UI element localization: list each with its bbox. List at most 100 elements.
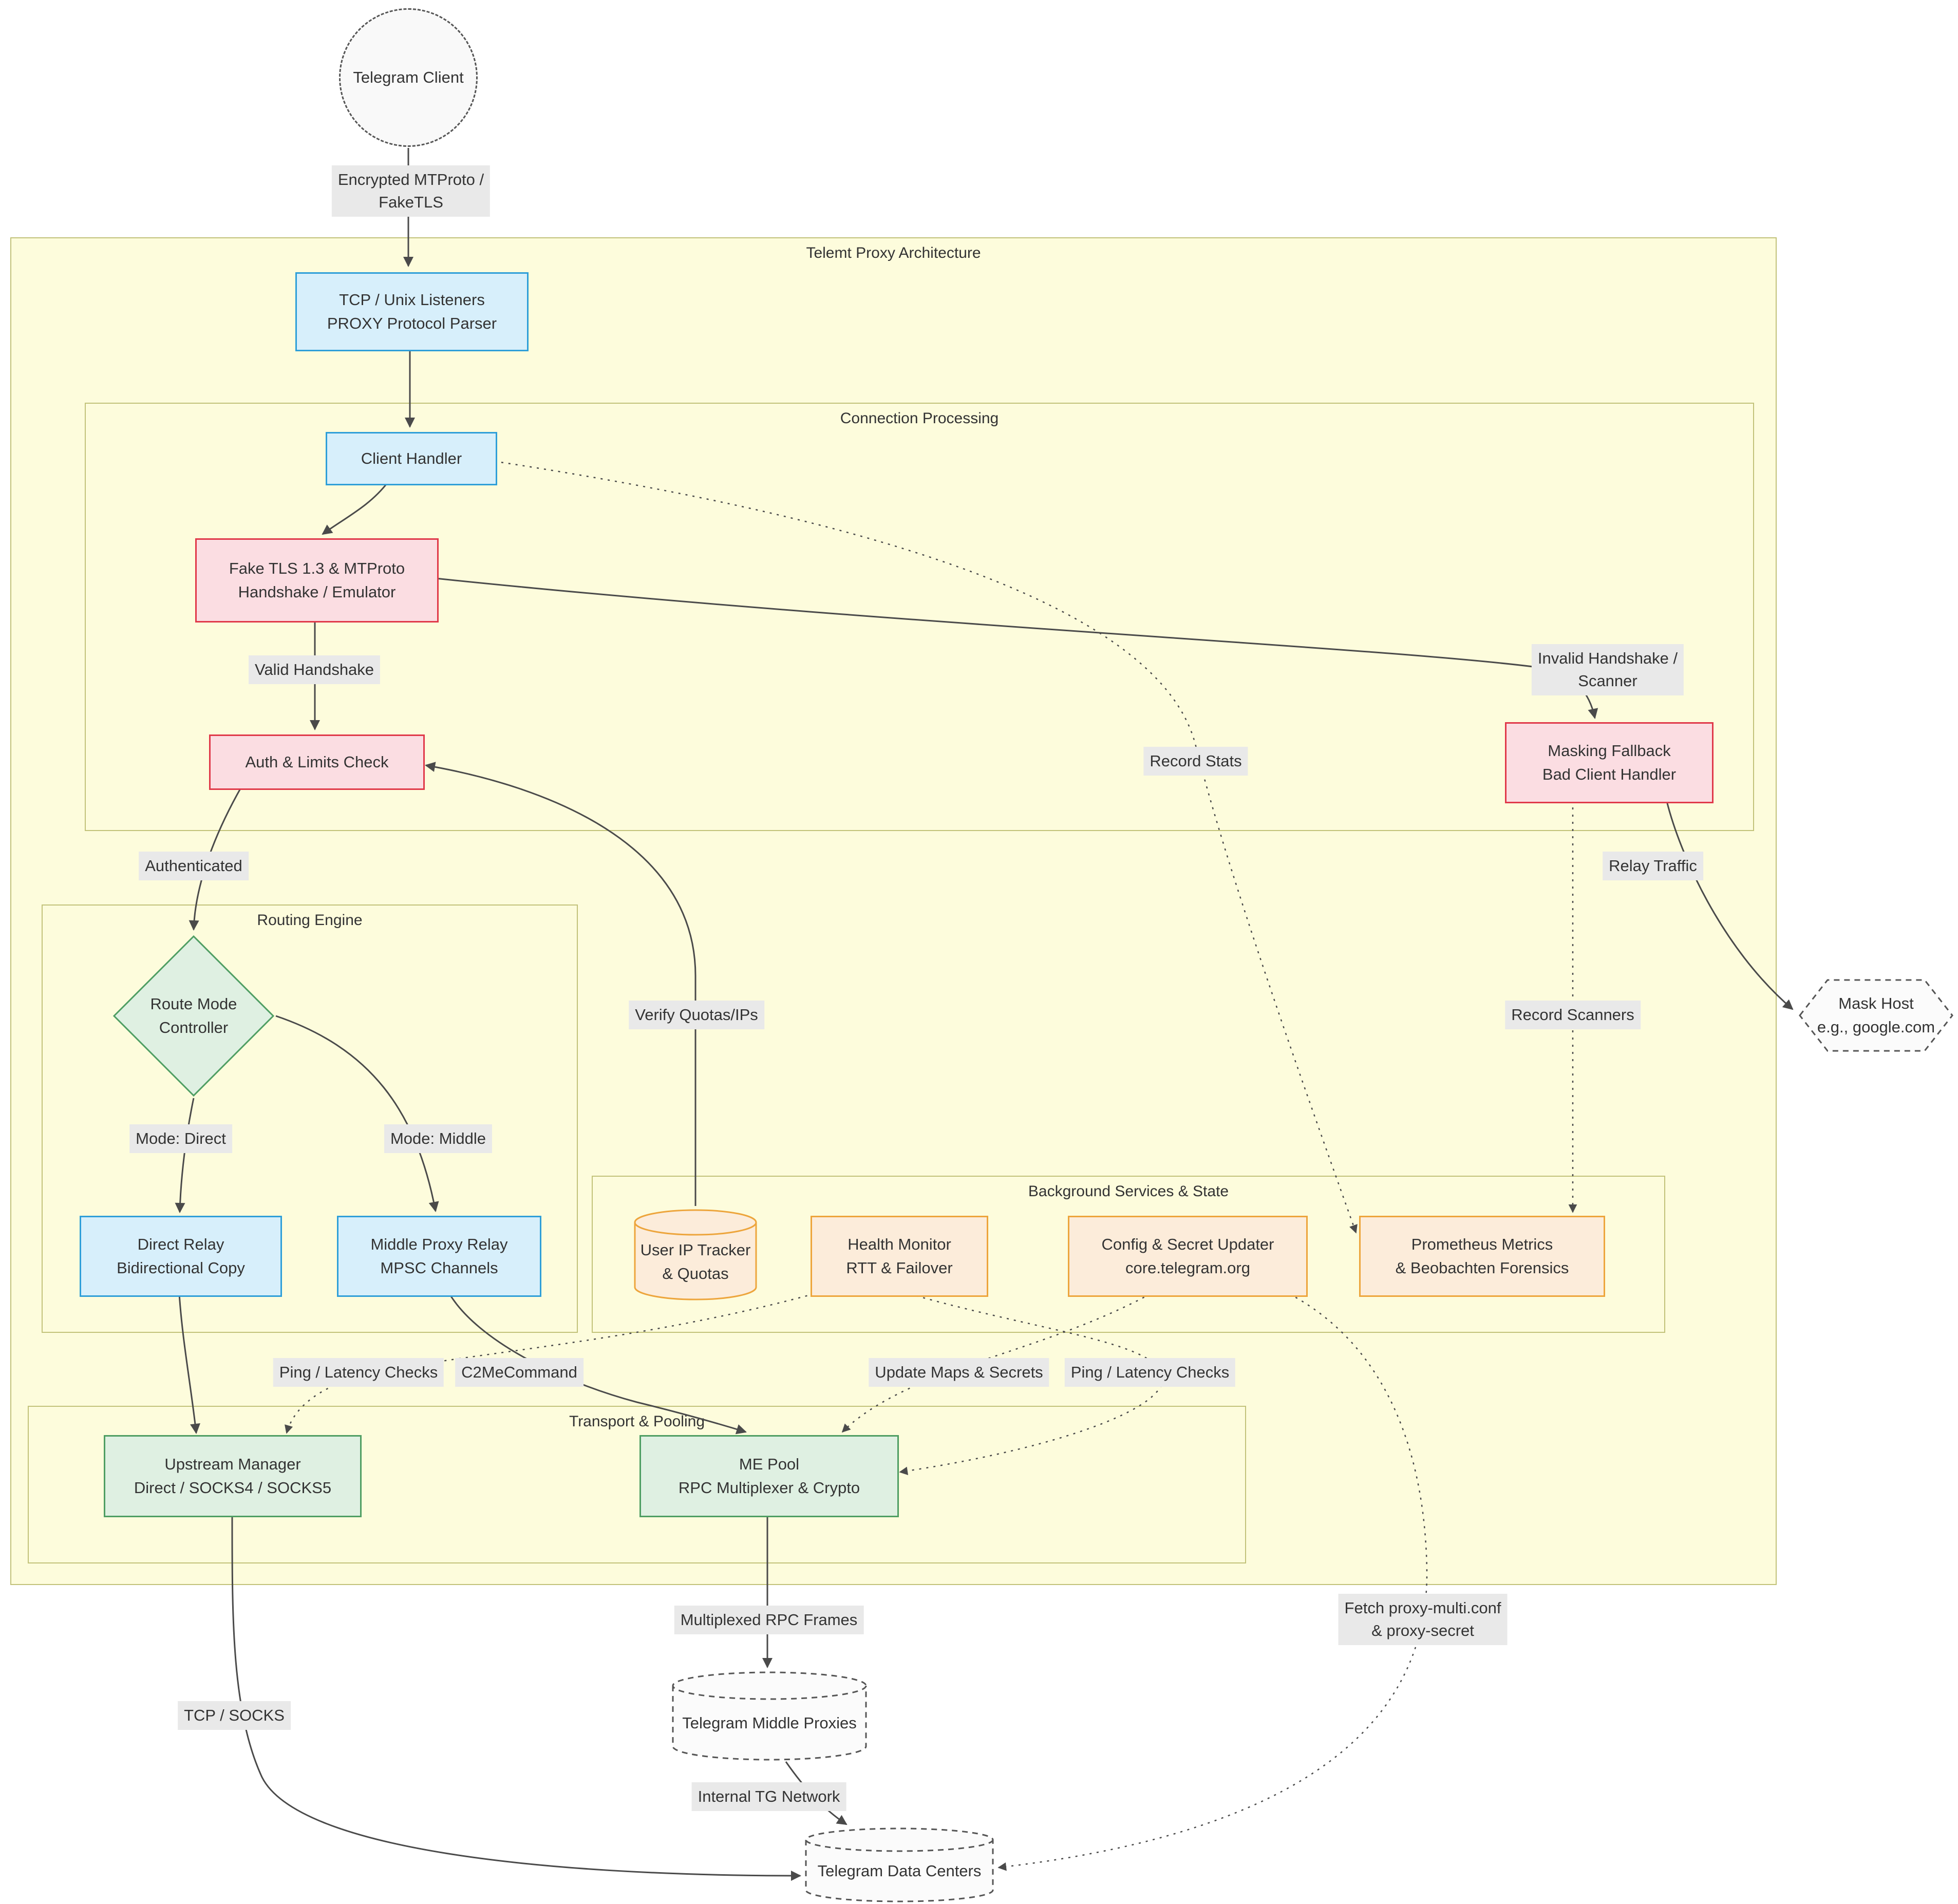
node-auth-limits-label: Auth & Limits Check [245,753,389,771]
node-me-pool-line2: RPC Multiplexer & Crypto [678,1479,860,1497]
edge-label-ping-latency-right-text: Ping / Latency Checks [1070,1363,1230,1381]
edge-label-invalid-line1: Invalid Handshake / [1537,649,1678,667]
node-client-handler: Client Handler [326,432,497,485]
node-user-ip-tracker-line2: & Quotas [662,1265,729,1283]
node-upstream-manager-line2: Direct / SOCKS4 / SOCKS5 [134,1479,332,1497]
edge-client-handler-to-prometheus [494,460,1358,1234]
node-me-pool-line1: ME Pool [739,1455,800,1474]
edge-label-update-maps-text: Update Maps & Secrets [875,1363,1043,1381]
container-title-background: Background Services & State [1028,1183,1229,1200]
node-tcp-unix-listeners-line1: TCP / Unix Listeners [339,291,485,309]
node-telegram-data-centers: Telegram Data Centers [804,1826,994,1903]
edge-faketls-to-masking [435,577,1598,719]
node-route-mode-controller: Route Mode Controller [111,934,276,1098]
node-tcp-unix-listeners: TCP / Unix Listeners PROXY Protocol Pars… [295,272,529,351]
node-direct-relay: Direct Relay Bidirectional Copy [80,1216,282,1297]
node-config-secret-updater: Config & Secret Updater core.telegram.or… [1068,1216,1308,1297]
edge-label-record-scanners: Record Scanners [1505,1000,1641,1030]
node-mask-host-line1: Mask Host [1838,994,1914,1013]
container-title-transport: Transport & Pooling [569,1413,705,1430]
node-telegram-middle-proxies-text: Telegram Middle Proxies [682,1714,857,1732]
hexagon-shape [1799,979,1953,1052]
edge-label-ping-latency-left-text: Ping / Latency Checks [279,1363,438,1381]
edge-middle-relay-to-me-pool [448,1293,747,1435]
edge-masking-to-mask-host [1666,801,1794,1010]
edge-label-mode-direct-text: Mode: Direct [136,1129,226,1147]
node-upstream-manager-line1: Upstream Manager [164,1455,301,1474]
node-masking-fallback-line1: Masking Fallback [1548,742,1671,760]
node-direct-relay-line1: Direct Relay [137,1235,224,1254]
node-mask-host-label: Mask Host e.g., google.com [1798,978,1954,1053]
node-telegram-data-centers-label: Telegram Data Centers [804,1826,994,1903]
edge-label-multiplexed-rpc: Multiplexed RPC Frames [674,1605,864,1635]
node-mask-host: Mask Host e.g., google.com [1798,978,1954,1053]
edge-label-verify-quotas-text: Verify Quotas/IPs [635,1005,758,1024]
edge-client-handler-to-faketls [322,482,389,535]
node-telegram-client: Telegram Client [339,8,478,147]
node-telegram-middle-proxies: Telegram Middle Proxies [671,1670,868,1762]
edge-label-valid-handshake-text: Valid Handshake [254,660,374,678]
node-direct-relay-line2: Bidirectional Copy [117,1259,245,1277]
edge-label-relay-traffic-text: Relay Traffic [1609,856,1697,875]
node-tcp-unix-listeners-line2: PROXY Protocol Parser [327,314,497,332]
node-client-handler-label: Client Handler [361,449,462,468]
edge-label-update-maps: Update Maps & Secrets [869,1358,1049,1387]
edge-label-authenticated-text: Authenticated [145,856,242,875]
node-prometheus-line2: & Beobachten Forensics [1395,1259,1569,1277]
edge-label-valid-handshake: Valid Handshake [248,655,381,685]
node-me-pool: ME Pool RPC Multiplexer & Crypto [639,1435,899,1517]
node-health-monitor-line2: RTT & Failover [846,1259,953,1277]
edge-direct-relay-to-upstream [178,1293,200,1434]
edge-label-encrypted-line2: FakeTLS [379,193,443,211]
edge-label-record-scanners-text: Record Scanners [1511,1005,1634,1024]
node-middle-proxy-relay: Middle Proxy Relay MPSC Channels [337,1216,541,1297]
edge-tracker-to-auth [425,762,696,1206]
edge-label-multiplexed-rpc-text: Multiplexed RPC Frames [680,1610,858,1629]
edge-label-tcp-socks: TCP / SOCKS [178,1701,291,1730]
edge-label-ping-latency-left: Ping / Latency Checks [273,1358,444,1387]
edge-label-record-stats: Record Stats [1143,746,1248,776]
diamond-shape [112,935,275,1097]
node-upstream-manager: Upstream Manager Direct / SOCKS4 / SOCKS… [104,1435,362,1517]
edge-label-encrypted-mtproto: Encrypted MTProto / FakeTLS [331,165,491,217]
node-masking-fallback: Masking Fallback Bad Client Handler [1505,722,1714,803]
cylinder-shape-user-ip [634,1209,757,1300]
node-fake-tls-line1: Fake TLS 1.3 & MTProto [229,559,405,578]
edge-route-to-direct-relay [175,1098,195,1213]
node-user-ip-tracker-line1: User IP Tracker [640,1241,751,1259]
edge-label-encrypted-line1: Encrypted MTProto / [337,170,484,188]
node-mask-host-line2: e.g., google.com [1817,1018,1935,1036]
edge-label-mode-direct: Mode: Direct [129,1124,232,1154]
edge-label-c2me-command: C2MeCommand [455,1358,583,1387]
node-user-ip-tracker-label: User IP Tracker & Quotas [633,1208,758,1303]
container-title-telemt: Telemt Proxy Architecture [806,244,981,261]
node-config-updater-line2: core.telegram.org [1125,1259,1250,1277]
node-health-monitor: Health Monitor RTT & Failover [811,1216,988,1297]
node-masking-fallback-line2: Bad Client Handler [1542,765,1677,783]
edge-label-tcp-socks-text: TCP / SOCKS [184,1706,285,1724]
node-telegram-middle-proxies-label: Telegram Middle Proxies [671,1670,868,1762]
node-route-mode-label: Route Mode Controller [111,934,276,1098]
edge-label-mode-middle-text: Mode: Middle [390,1129,486,1147]
edge-label-internal-tg-text: Internal TG Network [698,1787,840,1805]
node-fake-tls-handshake: Fake TLS 1.3 & MTProto Handshake / Emula… [195,538,439,623]
cylinder-shape-data-centers [805,1827,994,1902]
edge-route-to-middle-relay [275,1015,439,1212]
node-telegram-client-label: Telegram Client [353,68,464,87]
edge-label-invalid-handshake: Invalid Handshake / Scanner [1531,644,1684,696]
node-telegram-data-centers-text: Telegram Data Centers [817,1862,982,1880]
node-route-mode-line2: Controller [159,1019,229,1036]
edge-label-verify-quotas: Verify Quotas/IPs [629,1000,764,1030]
node-config-updater-line1: Config & Secret Updater [1101,1235,1274,1254]
edge-label-record-stats-text: Record Stats [1150,751,1242,770]
edge-label-fetch-proxy: Fetch proxy-multi.conf & proxy-secret [1338,1593,1508,1646]
edge-label-relay-traffic: Relay Traffic [1603,851,1703,881]
edge-label-internal-tg: Internal TG Network [691,1782,846,1812]
node-prometheus-line1: Prometheus Metrics [1411,1235,1553,1254]
node-fake-tls-line2: Handshake / Emulator [238,583,396,601]
node-prometheus-metrics: Prometheus Metrics & Beobachten Forensic… [1359,1216,1605,1297]
node-auth-limits-check: Auth & Limits Check [209,734,425,790]
node-middle-proxy-relay-line2: MPSC Channels [380,1259,498,1277]
